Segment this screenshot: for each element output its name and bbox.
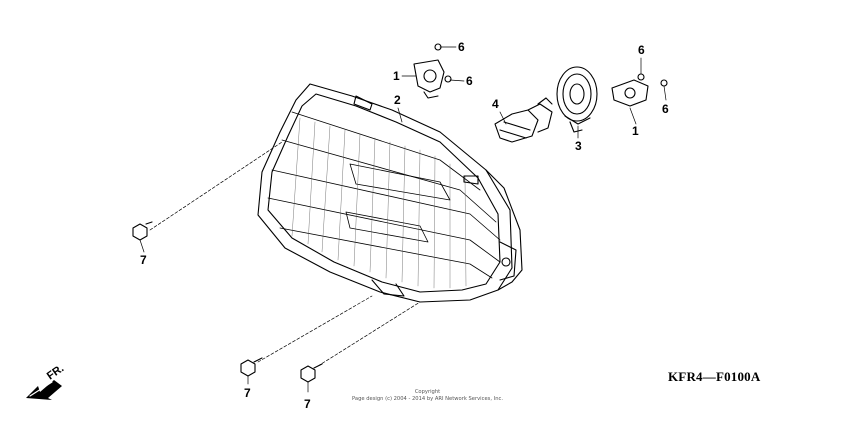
callout-6: 6 — [638, 43, 645, 57]
copyright-line-1: Copyright — [414, 389, 441, 395]
headlight-bulb — [494, 97, 553, 143]
callout-7: 7 — [140, 253, 147, 267]
front-direction-label: FR. — [45, 362, 66, 382]
callout-1: 1 — [393, 69, 400, 83]
callout-6: 6 — [466, 74, 473, 88]
callout-1: 1 — [632, 124, 639, 138]
copyright-notice: Copyright Page design (c) 2004 - 2014 by… — [335, 389, 520, 403]
callout-7: 7 — [304, 397, 311, 411]
callout-2: 2 — [394, 93, 401, 107]
front-direction-arrow-icon — [26, 380, 62, 400]
leader-lines — [139, 46, 667, 393]
bulb-retainer-right — [611, 79, 649, 107]
diagram-code: KFR4—F0100A — [668, 369, 761, 384]
callout-7: 7 — [244, 386, 251, 400]
headlight-lens-assembly — [257, 83, 523, 303]
bulb-retainer-left — [413, 59, 445, 99]
callout-4: 4 — [492, 97, 499, 111]
bolt-7-set — [132, 221, 323, 383]
copyright-line-2: Page design (c) 2004 - 2014 by ARI Netwo… — [352, 396, 503, 402]
callout-6: 6 — [458, 40, 465, 54]
callout-3: 3 — [575, 139, 582, 153]
callout-6: 6 — [662, 102, 669, 116]
bulb-socket-cover — [556, 66, 598, 133]
